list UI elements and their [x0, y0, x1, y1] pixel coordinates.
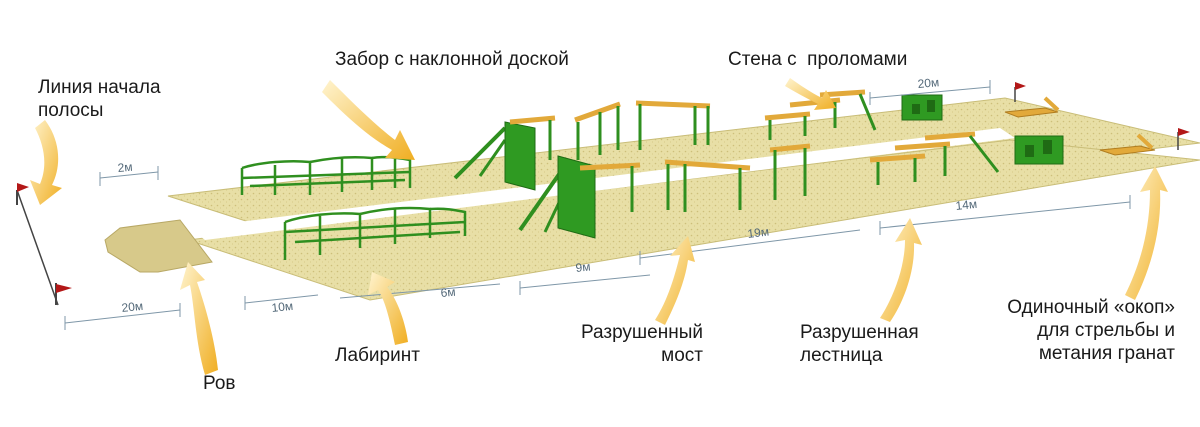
label-ladder: Разрушенная лестница	[800, 322, 919, 366]
arrow-icon	[655, 236, 695, 325]
labyrinth-front	[283, 206, 467, 260]
dim-20m-top: 20м	[917, 75, 940, 91]
flag-icon	[1178, 128, 1190, 136]
label-fence: Забор с наклонной доской	[335, 49, 569, 70]
arrow-icon	[180, 262, 218, 375]
arrow-icon	[785, 78, 836, 110]
label-trench: Одиночный «окоп» для стрельбы и метания …	[1007, 297, 1175, 364]
arrow-icon	[368, 272, 408, 345]
flag-icon	[56, 284, 72, 293]
wall-back	[901, 94, 943, 121]
bridge-front	[664, 143, 811, 212]
dim-9m: 9м	[575, 259, 591, 274]
start-line	[16, 183, 72, 306]
dim-19m: 19м	[747, 224, 770, 241]
label-labyrinth: Лабиринт	[335, 345, 420, 366]
arrow-icon	[1125, 166, 1168, 300]
flag-icon	[1015, 82, 1026, 90]
dim-20m-start: 20м	[121, 299, 144, 315]
dim-10m: 10м	[271, 299, 294, 315]
trench-back	[1004, 82, 1060, 118]
label-bridge: Разрушенный мост	[580, 322, 703, 366]
label-wall: Стена с проломами	[728, 49, 908, 70]
label-start-line: Линия начала полосы	[38, 77, 161, 121]
dim-2m: 2м	[117, 160, 133, 175]
fence-front	[518, 155, 641, 239]
lane-front	[187, 139, 1200, 301]
bridge-back	[574, 100, 711, 160]
dim-14m: 14м	[955, 197, 978, 213]
trench-front	[1099, 128, 1190, 156]
arrow-icon	[30, 120, 62, 205]
wall-front	[1014, 135, 1064, 165]
label-ditch: Ров	[203, 373, 236, 394]
arrow-icon	[880, 218, 922, 322]
callout-arrows	[30, 78, 1168, 375]
dimension-lines	[64, 80, 1131, 330]
ladder-front	[869, 131, 1000, 185]
arrow-icon	[322, 80, 415, 160]
dim-6m: 6м	[440, 285, 456, 300]
fence-back	[453, 115, 556, 191]
ditch-area	[104, 219, 213, 273]
flag-icon	[17, 183, 29, 192]
